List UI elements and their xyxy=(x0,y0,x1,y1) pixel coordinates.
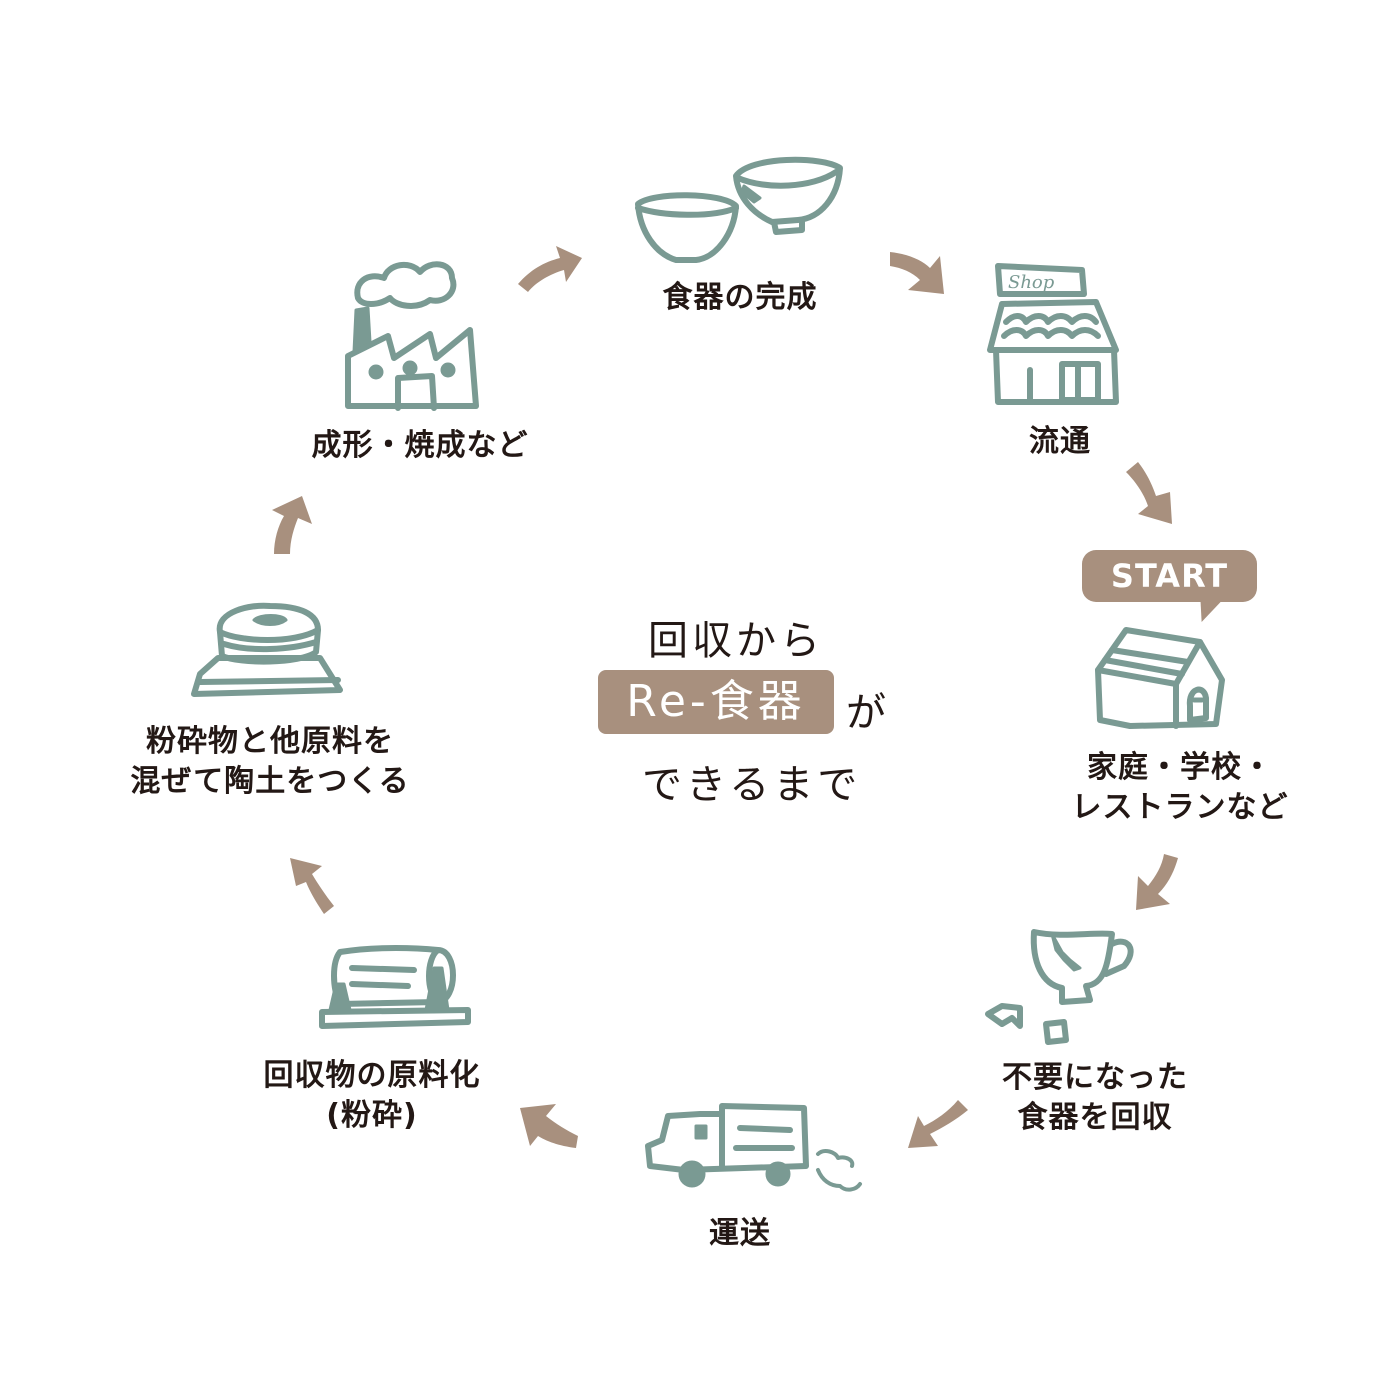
center-title-line-3: できるまで xyxy=(642,762,862,808)
step-label-line: 成形・焼成など xyxy=(311,428,529,463)
step-label-line: 食器を回収 xyxy=(1017,1100,1173,1135)
step-label-transport: 運送 xyxy=(680,1214,800,1254)
step-label-crush: 回収物の原料化 (粉砕) xyxy=(232,1056,512,1136)
flow-arrow-transport-to-crush xyxy=(518,1100,582,1150)
shop-icon: Shop xyxy=(986,262,1126,408)
step-label-home: 家庭・学校・ レストランなど xyxy=(1070,748,1290,828)
step-label-collect: 不要になった 食器を回収 xyxy=(990,1058,1200,1138)
center-title-ga: が xyxy=(846,690,890,736)
flow-arrow-home-to-collect xyxy=(1134,852,1184,912)
step-label-line: 回収物の原料化 xyxy=(263,1058,481,1093)
step-label-clay: 粉砕物と他原料を 混ぜて陶土をつくる xyxy=(110,722,430,802)
step-label-line: レストランなど xyxy=(1071,790,1289,825)
factory-icon xyxy=(344,258,484,412)
step-label-factory: 成形・焼成など xyxy=(290,426,550,466)
step-label-line: 粉砕物と他原料を xyxy=(146,724,394,759)
flow-arrow-collect-to-transport xyxy=(906,1098,970,1154)
flow-arrow-complete-to-distribution xyxy=(888,250,948,300)
step-label-distribution: 流通 xyxy=(1000,422,1120,462)
re-shokki-badge: Re-食器 xyxy=(598,670,834,734)
clay-stack-icon xyxy=(190,600,350,700)
step-label-line: (粉砕) xyxy=(326,1098,418,1133)
center-title-line-1: 回収から xyxy=(648,618,824,664)
house-icon xyxy=(1090,622,1230,732)
bowls-icon xyxy=(632,152,852,272)
crusher-machine-icon xyxy=(318,938,478,1038)
flow-arrow-factory-to-complete xyxy=(516,244,586,294)
step-label-line: 不要になった xyxy=(1002,1060,1188,1095)
step-label-line: 運送 xyxy=(709,1216,771,1251)
flow-arrow-clay-to-factory xyxy=(268,490,316,554)
step-label-complete: 食器の完成 xyxy=(630,278,850,318)
start-badge: START xyxy=(1082,550,1257,602)
truck-icon xyxy=(640,1100,870,1200)
flow-arrow-crush-to-clay xyxy=(288,852,340,914)
broken-cup-icon xyxy=(982,926,1152,1046)
step-label-line: 家庭・学校・ xyxy=(1087,750,1273,785)
flow-arrow-distribution-to-home xyxy=(1124,460,1180,526)
step-label-line: 混ぜて陶土をつくる xyxy=(130,764,410,799)
step-label-line: 流通 xyxy=(1029,424,1091,459)
step-label-line: 食器の完成 xyxy=(662,280,818,315)
shop-sign-text: Shop xyxy=(1008,272,1055,293)
